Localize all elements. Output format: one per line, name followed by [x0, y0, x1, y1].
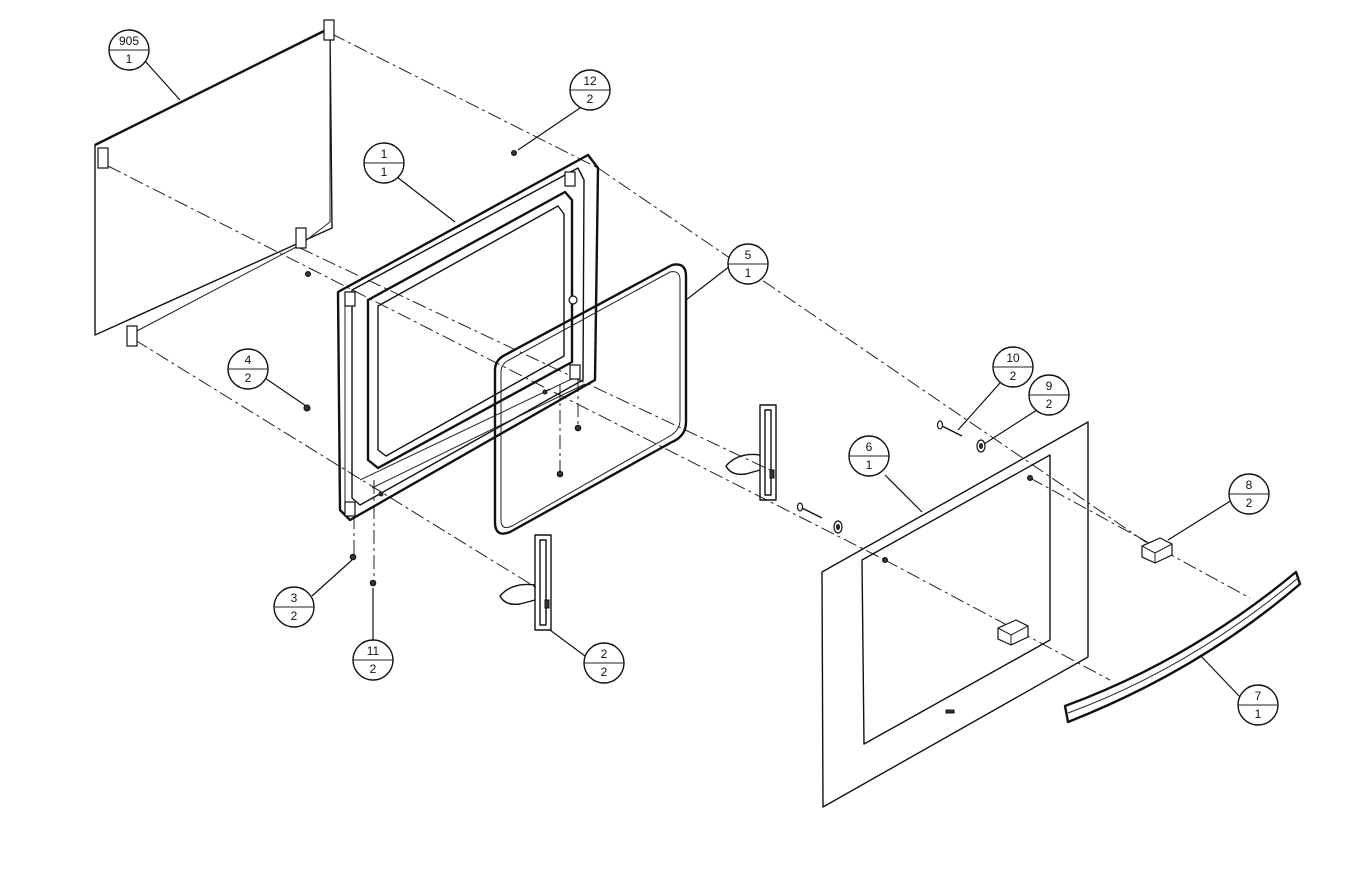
callout-4-quantity: 2 [245, 371, 252, 385]
callout-5-quantity: 1 [745, 266, 752, 280]
hinge-part-upper [725, 404, 777, 501]
callout-6-part-number: 6 [866, 440, 873, 454]
callout-905: 905 1 [108, 29, 150, 71]
callout-6: 6 1 [848, 435, 890, 477]
callout-9-part-number: 9 [1046, 379, 1053, 393]
callout-3: 3 2 [273, 586, 315, 628]
door-handle-part [1063, 570, 1302, 724]
callout-1-quantity: 1 [381, 165, 388, 179]
callout-11-part-number: 11 [367, 644, 380, 658]
callout-2-quantity: 2 [601, 665, 608, 679]
callout-5-part-number: 5 [745, 248, 752, 262]
leader-lines [144, 60, 1241, 698]
callout-3-part-number: 3 [291, 591, 298, 605]
callout-7-part-number: 7 [1255, 689, 1262, 703]
callout-3-quantity: 2 [291, 609, 298, 623]
callout-7-quantity: 1 [1255, 707, 1262, 721]
callout-4: 4 2 [227, 348, 269, 390]
callout-5: 5 1 [727, 243, 769, 285]
handle-bracket-part [997, 537, 1173, 646]
mounting-clip [97, 19, 335, 347]
callout-1-part-number: 1 [381, 147, 388, 161]
callout-9-quantity: 2 [1046, 397, 1053, 411]
callout-12-part-number: 12 [583, 74, 597, 88]
washer-hardware [833, 439, 986, 534]
back-panel-part [94, 19, 335, 347]
hinge-part [499, 534, 552, 631]
callout-1: 1 1 [363, 142, 405, 184]
callout-905-part-number: 905 [119, 34, 139, 48]
callout-11-quantity: 2 [370, 662, 377, 676]
outer-glass-part [821, 421, 1089, 808]
callout-2: 2 2 [583, 642, 625, 684]
screw-hardware [303, 150, 963, 587]
callout-9: 9 2 [1028, 374, 1070, 416]
callout-8: 8 2 [1228, 473, 1270, 515]
callout-10: 10 2 [992, 346, 1034, 388]
glass-panel-part [493, 263, 688, 535]
callout-10-part-number: 10 [1006, 351, 1020, 365]
inner-door-frame-part [336, 153, 600, 522]
callout-12: 12 2 [569, 69, 611, 111]
callout-2-part-number: 2 [601, 647, 608, 661]
callout-7: 7 1 [1237, 684, 1279, 726]
callout-6-quantity: 1 [866, 458, 873, 472]
callout-8-quantity: 2 [1246, 496, 1253, 510]
callout-4-part-number: 4 [245, 353, 252, 367]
alignment-lines [107, 33, 1251, 681]
callout-12-quantity: 2 [587, 92, 594, 106]
callout-11: 11 2 [352, 639, 394, 681]
callout-10-quantity: 2 [1010, 369, 1017, 383]
callout-905-quantity: 1 [126, 52, 133, 66]
callout-8-part-number: 8 [1246, 478, 1253, 492]
